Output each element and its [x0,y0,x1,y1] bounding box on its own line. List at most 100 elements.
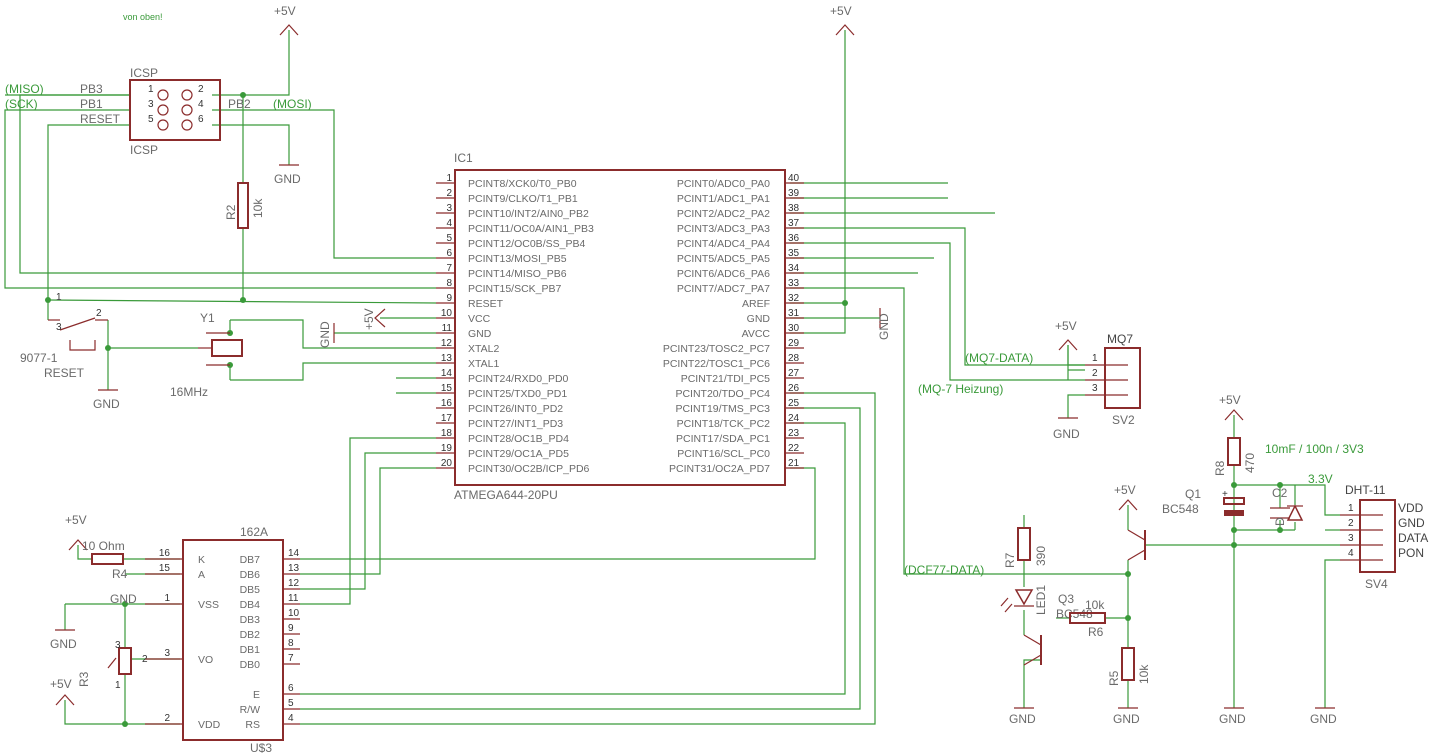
resistor-r5: R5 10k [1107,647,1151,686]
lcd-pin-number: 1 [164,593,170,604]
ic1-pin-number: 9 [446,293,452,304]
ic1-pin-number: 1 [446,173,452,184]
p5v-label-7: +5V [65,513,87,527]
ic1-pin-number: 18 [441,428,453,439]
lcd-pin-number: 4 [288,713,294,724]
reset-switch: 1 2 3 9077-1 RESET [20,292,108,380]
ic1-pin-name: PCINT12/OC0B/SS_PB4 [468,238,585,250]
ic1-pin-number: 22 [788,443,800,454]
ic1-pin-name: PCINT22/TOSC1_PC6 [663,358,770,370]
icsp-pin-3: 3 [148,99,154,110]
r4-ref: R4 [112,567,128,581]
r3-pin-2: 2 [142,654,148,665]
icsp-value: ICSP [130,143,158,157]
ic1-pin-number: 33 [788,278,800,289]
p5v-label-3: +5V [362,308,376,330]
dht-value: SV4 [1365,577,1388,591]
lcd-pin-name: DB7 [240,554,261,566]
ic1-pin-name: PCINT13/MOSI_PB5 [468,253,567,265]
ic1-pin-name: AVCC [742,328,771,340]
ic1-pin-number: 19 [441,443,453,454]
mq7-pin-2: 2 [1092,368,1098,379]
ic1-pin-name: PCINT3/ADC3_PA3 [677,223,770,235]
lcd-pins: 16K15A1VSS3VO2VDD14DB713DB612DB511DB410D… [145,548,300,731]
lcd-162a: 16K15A1VSS3VO2VDD14DB713DB612DB511DB410D… [145,525,300,755]
power-labels: +5V +5V +5V +5V +5V +5V +5V +5V GND GND … [50,4,1337,726]
resistor-r2: R2 10k [224,182,265,229]
icsp-pb1: PB1 [80,97,103,111]
ic1-pin-number: 12 [441,338,453,349]
ic1-pin-number: 25 [788,398,800,409]
gnd-label-11: GND [1310,712,1337,726]
ic1-pin-number: 20 [441,458,453,469]
lcd-pin-name: VSS [198,599,219,611]
label-sck: (SCK) [5,97,38,111]
lcd-pin-number: 15 [159,563,171,574]
ic1-pin-number: 23 [788,428,800,439]
dht-signal-data: DATA [1398,531,1428,545]
resistor-r4: 10 Ohm R4 [82,539,128,581]
ic1-pin-number: 31 [788,308,800,319]
led1: LED1 [1000,585,1048,615]
r5-ref: R5 [1107,670,1121,686]
ic1-pin-name: PCINT16/SCL_PC0 [677,448,770,460]
lcd-pin-name: DB0 [240,659,261,671]
ic1-pin-number: 30 [788,323,800,334]
r6-ref: R6 [1088,625,1104,639]
ic1-pin-number: 5 [446,233,452,244]
ic1-value: ATMEGA644-20PU [454,488,558,502]
label-miso: (MISO) [5,82,44,96]
lcd-pin-name: RS [245,719,260,731]
dht-pin-3: 3 [1348,533,1354,544]
r2-value: 10k [251,198,265,218]
ic1-pin-number: 40 [788,173,800,184]
dht-pin-1: 1 [1348,503,1354,514]
ic1-pin-name: PCINT5/ADC5_PA5 [677,253,770,265]
d-ref: D [1273,517,1287,526]
ic1-pin-name: PCINT17/SDA_PC1 [676,433,770,445]
switch-value: RESET [44,366,85,380]
lcd-pin-number: 12 [288,578,300,589]
ic1-pin-name: PCINT9/CLKO/T1_PB1 [468,193,578,205]
wires [4,30,1340,725]
ic1-pin-number: 27 [788,368,800,379]
power-symbols [55,24,1335,709]
gnd-label-1: GND [274,172,301,186]
ic1-pin-name: PCINT15/SCK_PB7 [468,283,562,295]
r3-pin-3: 3 [115,640,121,651]
lcd-pin-number: 9 [288,623,294,634]
ic1-pin-number: 2 [446,188,452,199]
q1-value: BC548 [1162,502,1199,516]
ic1-pin-number: 26 [788,383,800,394]
mq7-ref: MQ7 [1107,332,1133,346]
ic1-pin-number: 13 [441,353,453,364]
ic1-pin-number: 21 [788,458,800,469]
ic1-pin-number: 32 [788,293,800,304]
icsp-pin-2: 2 [198,84,204,95]
p5v-label-2: +5V [830,4,852,18]
connector-dht11: DHT-11 SV4 1 2 3 4 VDD GND DATA PON [1340,483,1428,591]
y1-value: 16MHz [170,385,208,399]
ic1-pin-number: 11 [442,323,453,334]
ic1-pin-name: AREF [742,298,770,310]
resistor-r7: R7 390 [1003,527,1048,568]
ic1-pin-name: PCINT21/TDI_PC5 [681,373,770,385]
ic1-pin-number: 7 [446,263,452,274]
ic1-pin-number: 29 [788,338,800,349]
lcd-pin-number: 3 [164,648,170,659]
ic1-body [454,169,786,486]
transistor-q1: Q1 BC548 [1127,487,1201,561]
icsp-pb2: PB2 [228,97,251,111]
lcd-pin-name: DB3 [240,614,261,626]
y1-ref: Y1 [200,311,215,325]
gnd-label-8: GND [1009,712,1036,726]
ic1-pin-name: GND [747,313,771,325]
lcd-pin-name: R/W [240,704,261,716]
lcd-pin-name: DB6 [240,569,261,581]
dht-signal-gnd: GND [1398,516,1425,530]
lcd-pin-number: 5 [288,698,294,709]
dht-pin-4: 4 [1348,548,1354,559]
lcd-pin-number: 10 [288,608,300,619]
